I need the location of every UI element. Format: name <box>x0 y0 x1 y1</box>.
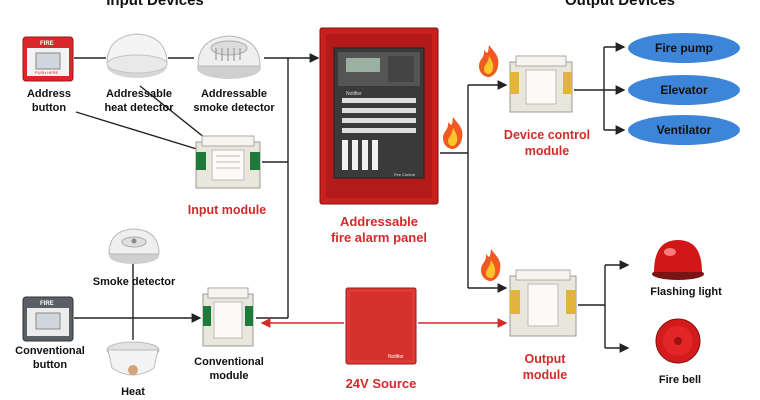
fire-icon <box>479 45 499 77</box>
smoke-detector-icon <box>108 228 160 264</box>
bell-icon <box>655 318 701 364</box>
fire-icon <box>481 249 501 281</box>
smoke-detector-conv-label: Smoke detector <box>92 276 176 288</box>
module-icon <box>509 269 577 337</box>
output-module-label: Output module <box>522 352 568 382</box>
smoke-detector-label: Addressable smoke detector <box>193 88 275 114</box>
device-control-module-label: Device control module <box>503 128 591 158</box>
call-point-icon: FIRE PUSH HERE <box>22 36 74 82</box>
power-supply-icon: Notifier <box>345 287 417 365</box>
heat-detector-icon <box>106 33 168 78</box>
strobe-icon <box>652 240 704 280</box>
power-source-label: 24V Source <box>345 376 417 391</box>
panel-brand: Notifier <box>346 91 362 97</box>
flashing-light-label: Flashing light <box>650 286 722 298</box>
conventional-module-label: Conventional module <box>194 356 264 382</box>
panel-face-text: Fire Control <box>394 172 415 177</box>
heat-detector-icon <box>106 341 160 376</box>
smoke-detector-icon <box>197 35 261 79</box>
fire-icon <box>443 117 463 149</box>
input-devices-header: Input Devices <box>106 0 204 9</box>
output-devices-header: Output Devices <box>564 0 676 9</box>
fire-alarm-panel-label: Addressable fire alarm panel <box>330 214 428 246</box>
module-icon <box>509 55 573 113</box>
fire-alarm-panel: Notifier Fire Control <box>319 27 439 205</box>
conv-call-point-tag: FIRE <box>40 301 54 307</box>
module-icon <box>195 135 261 189</box>
wire-button-lead <box>75 111 201 151</box>
call-point-tag: FIRE <box>40 41 54 47</box>
power-brand: Notifier <box>388 354 404 360</box>
output-elevator: Elevator <box>628 75 740 105</box>
address-button-label: Address button <box>26 88 72 114</box>
call-point-text: PUSH HERE <box>35 70 59 75</box>
module-icon <box>202 287 254 347</box>
output-fire-pump: Fire pump <box>628 33 740 63</box>
heat-label: Heat <box>121 386 145 398</box>
call-point-icon: FIRE <box>22 296 74 342</box>
input-module-label: Input module <box>187 203 267 217</box>
fire-bell-label: Fire bell <box>658 374 702 386</box>
heat-detector-label: Addressable heat detector <box>104 88 174 114</box>
conventional-button-label: Conventional button <box>15 345 85 371</box>
output-ventilator: Ventilator <box>628 115 740 145</box>
